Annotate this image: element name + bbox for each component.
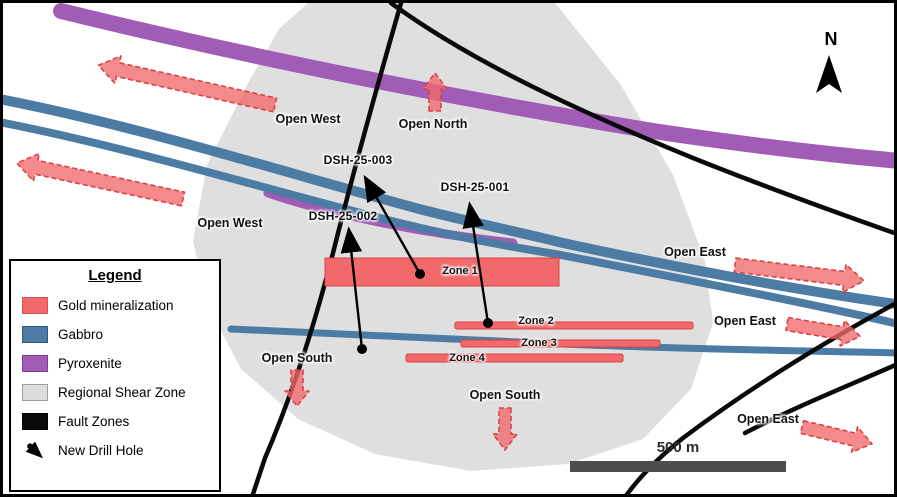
zone-2-label: Zone 2 xyxy=(518,315,554,327)
legend-item-fault-zones: Fault Zones xyxy=(11,407,219,436)
legend-item-regional-shear-zone: Regional Shear Zone xyxy=(11,378,219,407)
gold-mineralization-swatch xyxy=(22,297,48,314)
drill-collar-dsh-25-002 xyxy=(357,344,367,354)
open-east-label-2: Open East xyxy=(714,314,776,328)
zone-4-body xyxy=(405,353,624,363)
legend-item-pyroxenite: Pyroxenite xyxy=(11,349,219,378)
legend-item-label: Gabbro xyxy=(58,327,104,342)
open-west-label-2: Open West xyxy=(197,216,263,230)
scale-bar-label: 500 m xyxy=(656,439,700,456)
zone-3-label: Zone 3 xyxy=(521,337,557,349)
north-arrow-icon xyxy=(816,55,842,93)
open-west-arrow-1 xyxy=(97,55,278,113)
scale-bar xyxy=(570,461,786,472)
legend-item-gold-mineralization: Gold mineralization xyxy=(11,291,219,320)
open-south-label-1: Open South xyxy=(261,351,333,365)
drill-hole-icon xyxy=(25,442,43,459)
drill-trace-dsh-25-001 xyxy=(462,201,490,324)
zone-2-body xyxy=(454,321,694,330)
legend-item-label: Regional Shear Zone xyxy=(58,385,186,400)
legend-title: Legend xyxy=(88,267,142,284)
drill-collar-dsh-25-003 xyxy=(415,269,425,279)
fault-zones-swatch xyxy=(22,413,48,430)
regional-shear-zone-swatch xyxy=(22,384,48,401)
north-label: N xyxy=(824,29,838,49)
compass: N xyxy=(809,29,853,50)
open-south-label-2: Open South xyxy=(469,388,541,402)
legend-item-gabbro: Gabbro xyxy=(11,320,219,349)
pyroxenite-swatch xyxy=(22,355,48,372)
fault-line-southeast-branch xyxy=(742,363,894,436)
legend-item-new-drill-hole: New Drill Hole xyxy=(11,436,219,465)
zone-4-label: Zone 4 xyxy=(449,352,485,364)
open-east-label-3: Open East xyxy=(737,412,799,426)
drill-hole-label-dsh-25-002: DSH-25-002 xyxy=(308,209,378,223)
zone-3-body xyxy=(460,339,661,348)
open-north-label: Open North xyxy=(398,117,468,131)
legend-item-label: Fault Zones xyxy=(58,414,130,429)
map-canvas xyxy=(3,3,894,494)
open-west-arrow-2 xyxy=(16,152,186,207)
pyroxenite-band xyxy=(53,3,894,169)
legend-item-label: Gold mineralization xyxy=(58,298,174,313)
open-east-arrow-3 xyxy=(799,419,873,454)
legend-item-label: New Drill Hole xyxy=(58,443,144,458)
drill-collar-dsh-25-001 xyxy=(483,318,493,328)
open-south-arrow-2 xyxy=(492,407,518,451)
open-south-arrow-1 xyxy=(284,369,310,407)
open-north-arrow xyxy=(422,72,448,112)
legend-panel: Legend Gold mineralization Gabbro Pyroxe… xyxy=(9,259,221,492)
drill-trace-dsh-25-002 xyxy=(340,226,364,350)
gabbro-band-upper xyxy=(3,94,894,309)
drill-hole-label-dsh-25-001: DSH-25-001 xyxy=(440,180,510,194)
legend-item-label: Pyroxenite xyxy=(58,356,122,371)
drill-hole-label-dsh-25-003: DSH-25-003 xyxy=(323,153,393,167)
gabbro-swatch xyxy=(22,326,48,343)
open-west-label-1: Open West xyxy=(275,112,341,126)
scale-bar-group: 500 m xyxy=(570,439,786,472)
open-east-label-1: Open East xyxy=(664,245,726,259)
fault-line-north xyxy=(388,3,894,236)
gabbro-band-middle xyxy=(3,118,894,328)
fault-line-west xyxy=(250,3,404,494)
zone-1-body xyxy=(324,257,560,287)
open-east-arrow-2 xyxy=(785,316,861,347)
zone-1-label: Zone 1 xyxy=(442,265,478,277)
open-east-arrow-1 xyxy=(733,257,865,294)
drill-trace-dsh-25-003 xyxy=(363,174,422,275)
